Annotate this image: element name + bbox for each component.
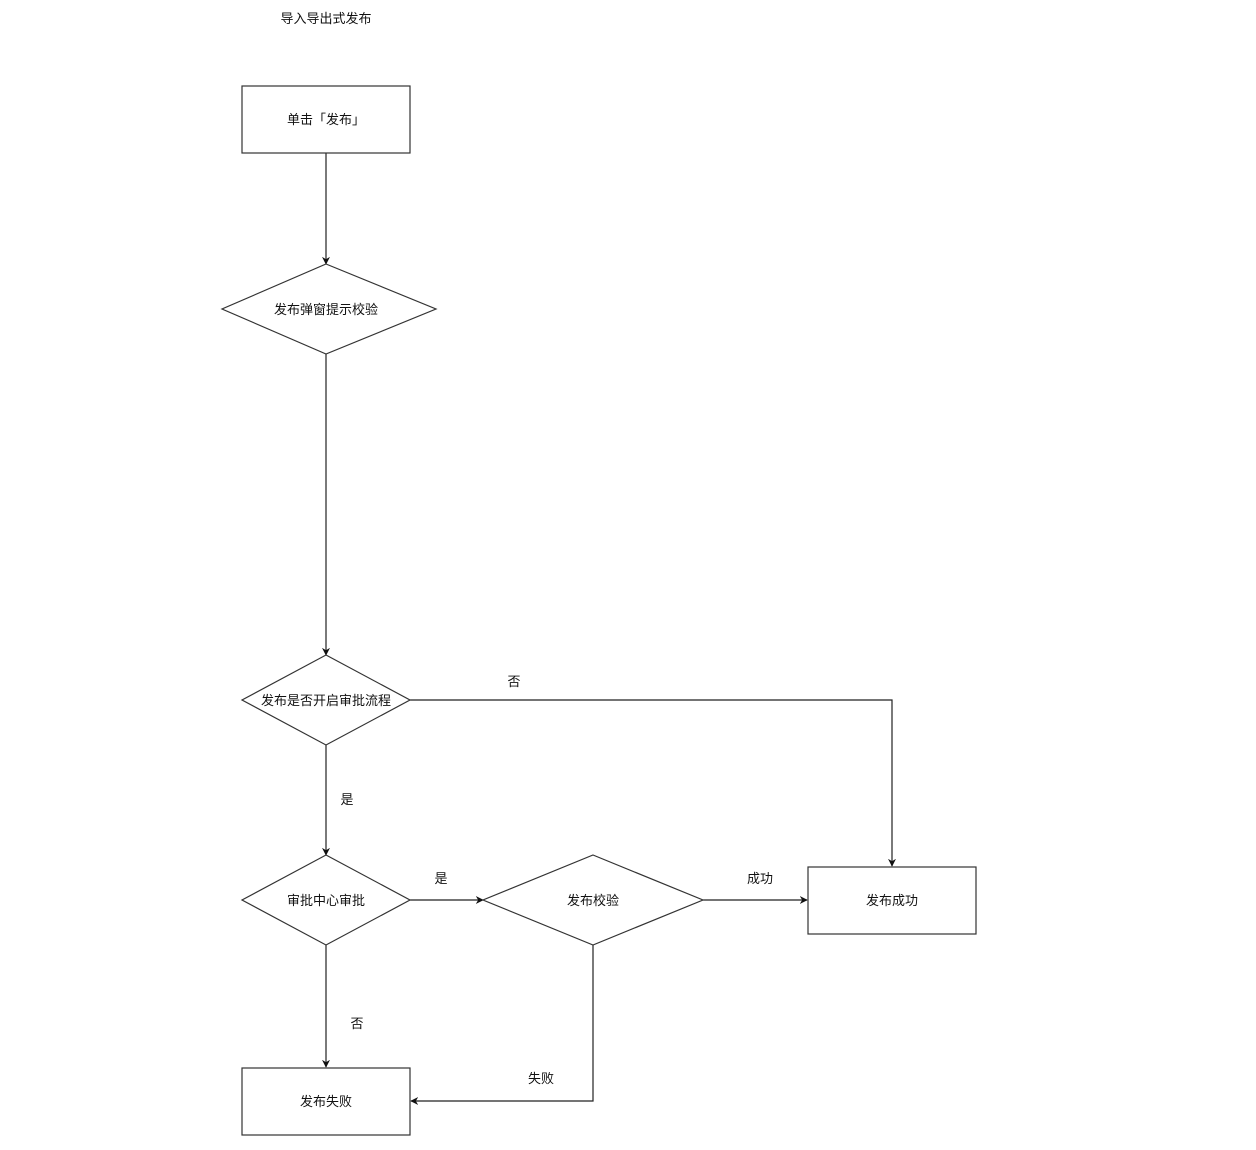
node-click-publish-label: 单击「发布」 — [287, 112, 365, 128]
node-approval-center-label: 审批中心审批 — [287, 894, 365, 909]
edges — [322, 153, 896, 1105]
node-approval-enabled: 发布是否开启审批流程 — [240, 654, 412, 746]
edge-label-check-success: 成功 — [747, 872, 773, 887]
node-click-publish: 单击「发布」 — [241, 85, 411, 154]
edge-check-fail — [410, 945, 594, 1105]
node-publish-fail-label: 发布失败 — [300, 1094, 352, 1110]
edge-label-approval-no: 否 — [507, 675, 520, 690]
node-popup-check-label: 发布弹窗提示校验 — [274, 302, 378, 318]
edge-label-center-yes: 是 — [434, 872, 447, 887]
node-publish-fail: 发布失败 — [241, 1067, 411, 1136]
edge-label-check-fail: 失败 — [528, 1072, 554, 1087]
node-publish-success: 发布成功 — [807, 866, 977, 935]
edge-approval-no-to-success — [410, 699, 896, 867]
edge-label-approval-yes: 是 — [340, 793, 353, 808]
node-publish-check-label: 发布校验 — [567, 893, 619, 909]
diagram-title: 导入导出式发布 — [280, 11, 371, 27]
node-publish-success-label: 发布成功 — [866, 893, 918, 909]
edge-label-center-no: 否 — [350, 1017, 363, 1032]
node-approval-center: 审批中心审批 — [240, 854, 412, 946]
node-publish-check: 发布校验 — [481, 854, 705, 946]
node-approval-enabled-label: 发布是否开启审批流程 — [261, 693, 391, 709]
node-popup-check: 发布弹窗提示校验 — [220, 263, 438, 355]
